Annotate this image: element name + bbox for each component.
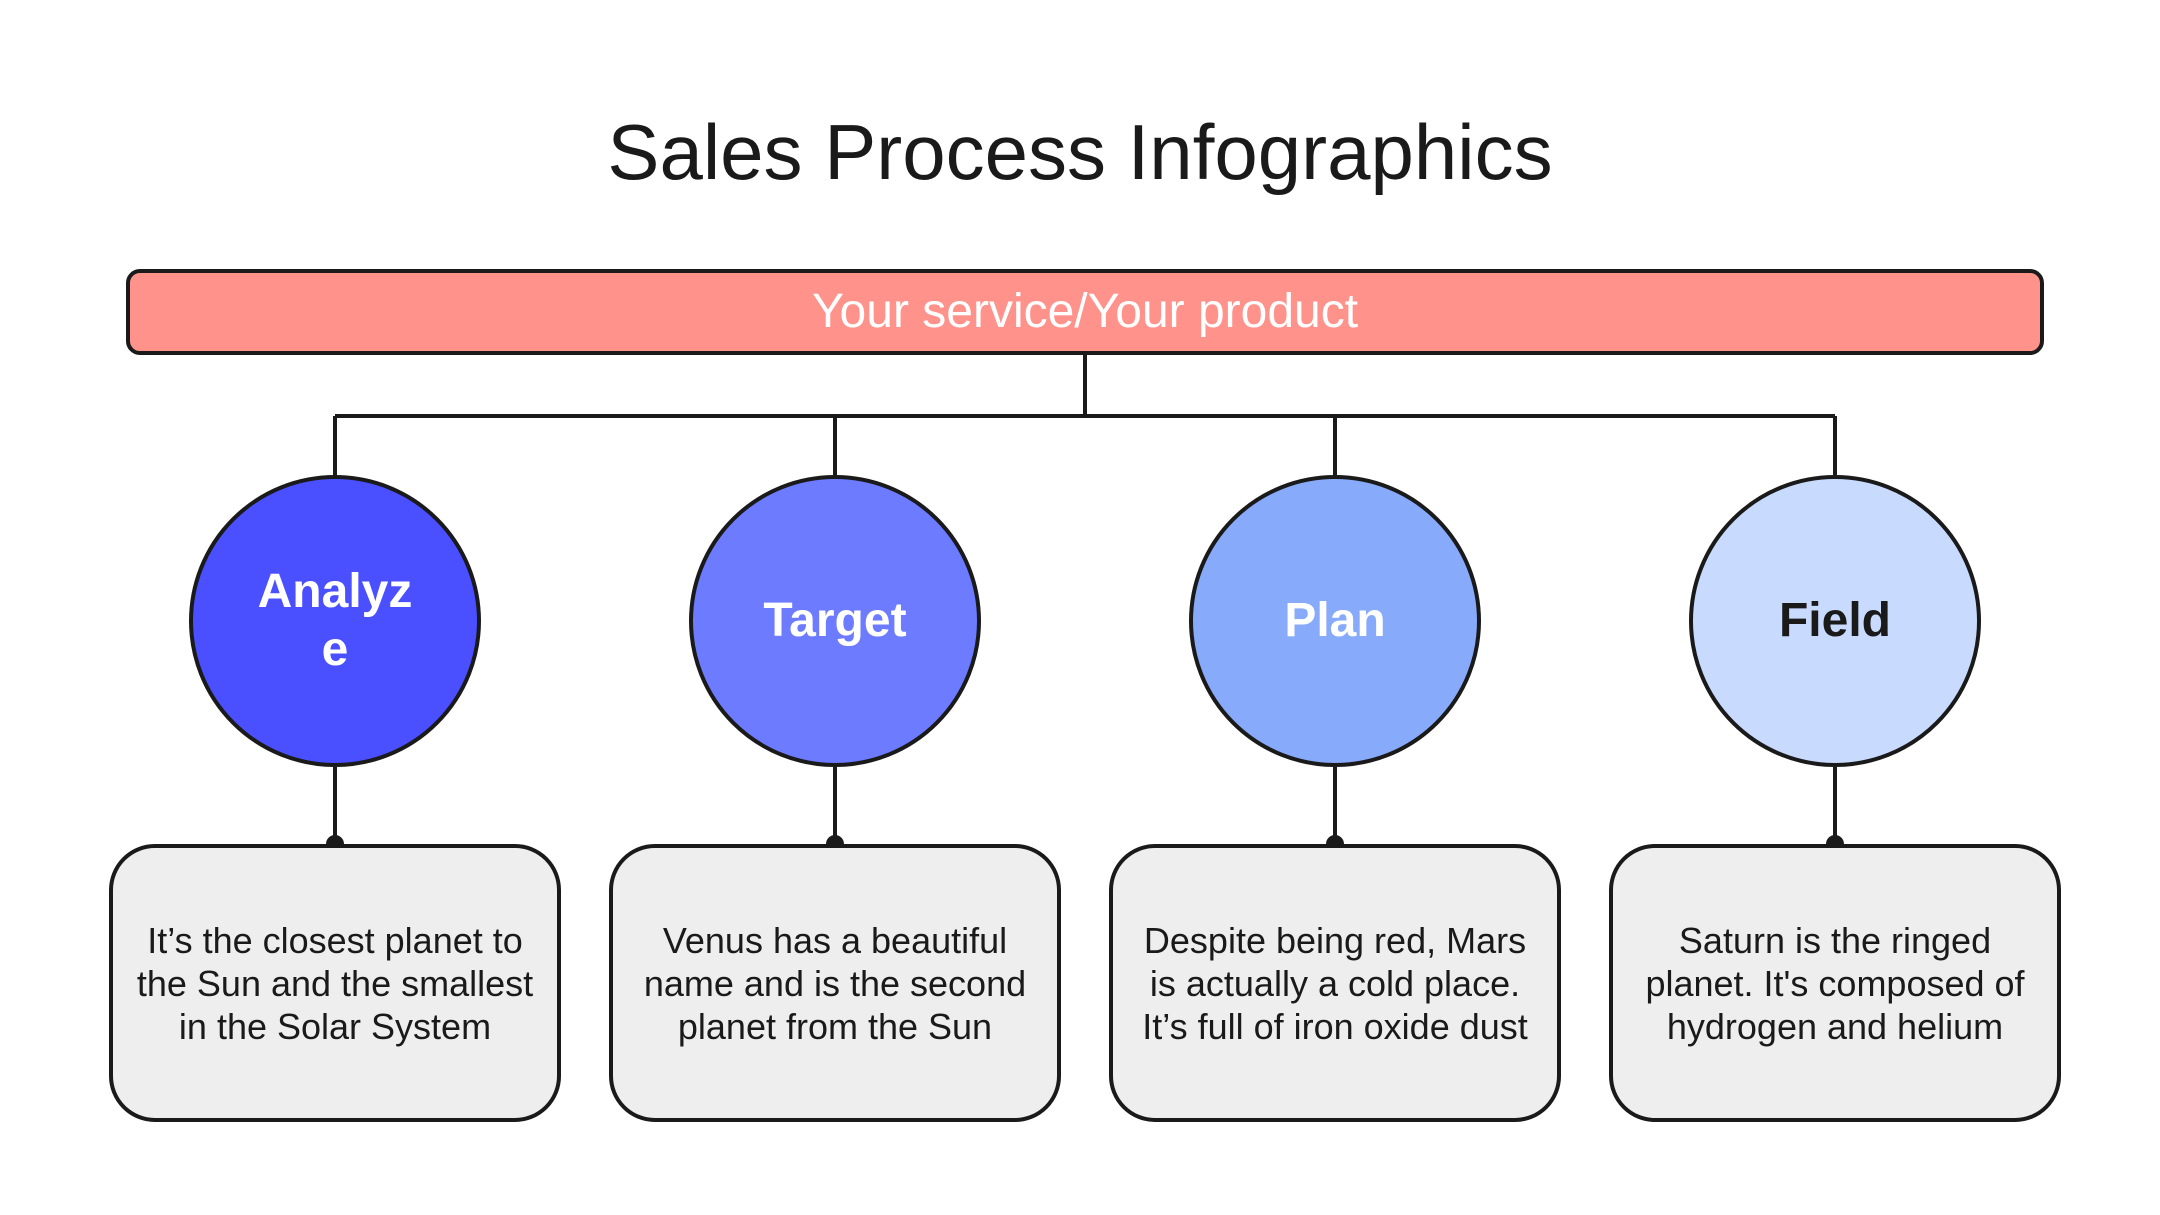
- step-description: Despite being red, Mars is actually a co…: [1142, 919, 1528, 1047]
- step-description: Venus has a beautiful name and is the se…: [643, 919, 1027, 1047]
- step-circle-field: Field: [1689, 475, 1981, 767]
- step-circle-analyze: Analyze: [189, 475, 481, 767]
- step-card-plan: Despite being red, Mars is actually a co…: [1109, 844, 1561, 1122]
- step-card-analyze: It’s the closest planet to the Sun and t…: [109, 844, 561, 1122]
- banner-label: Your service/Your product: [811, 285, 1359, 338]
- step-description: It’s the closest planet to the Sun and t…: [136, 919, 534, 1047]
- step-circle-plan: Plan: [1189, 475, 1481, 767]
- step-label: Analyze: [257, 565, 413, 676]
- step-circle-target: Target: [689, 475, 981, 767]
- step-label: Field: [1778, 594, 1891, 647]
- step-description: Saturn is the ringed planet. It's compos…: [1645, 919, 2025, 1047]
- page-title: Sales Process Infographics: [607, 108, 1553, 196]
- step-label: Target: [763, 594, 907, 647]
- step-card-field: Saturn is the ringed planet. It's compos…: [1609, 844, 2061, 1122]
- step-card-target: Venus has a beautiful name and is the se…: [609, 844, 1061, 1122]
- product-banner: Your service/Your product: [126, 269, 2044, 355]
- step-label: Plan: [1284, 594, 1386, 647]
